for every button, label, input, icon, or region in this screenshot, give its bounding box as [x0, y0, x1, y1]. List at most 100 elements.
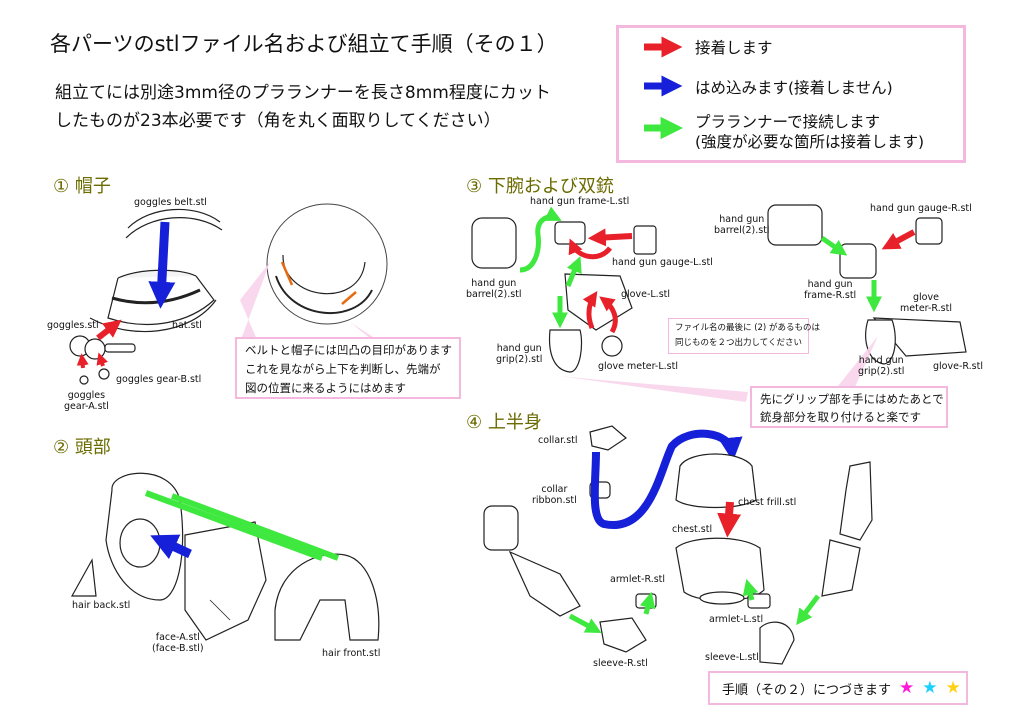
continue-note-text: 手順（その２）につづきます [722, 682, 892, 698]
label-goggles-gear-a: goggles gear-A.stl [64, 390, 109, 412]
label-goggles-belt: goggles belt.stl [134, 197, 207, 208]
left-meter-red-curve [599, 296, 618, 334]
head-green-line-1 [144, 490, 324, 561]
label-meter-r: glove meter-R.stl [900, 292, 952, 314]
label-face-a: face-A.stl [155, 632, 200, 643]
star-yellow-icon: ★ [945, 677, 961, 698]
right-sleeve-green-arrow [568, 613, 602, 634]
intro-line-1: 組立てには別途3mm径のプラランナーを長さ8mm程度にカット [55, 83, 551, 103]
pink-pointer-arms [750, 336, 878, 400]
label-frame-r: hand gun frame-R.stl [804, 279, 856, 301]
label-collar-ribbon-2: ribbon.stl [532, 495, 577, 506]
label-sleeve-r: sleeve-R.stl [593, 658, 648, 669]
section-arms-heading: ③ 下腕および双銃 [466, 176, 614, 197]
collar-blue-path [590, 429, 743, 530]
gear-a-red-arrow [76, 353, 89, 369]
legend-item-runner: プラランナーで接続します (強度が必要な箇所は接着します) [695, 112, 924, 152]
hat-note-line-3: 図の位置に来るようにはめます [245, 381, 406, 395]
label-gauge-r: hand gun gauge-R.stl [870, 203, 972, 214]
right-arm-drawing [483, 505, 657, 653]
label-gauge-l: hand gun gauge-L.stl [612, 257, 713, 268]
label-grip-r-2: grip(2).stl [858, 366, 905, 377]
legend-fit-label: はめ込みます(接着しません) [695, 79, 893, 97]
label-goggles-gear-b: goggles gear-B.stl [116, 374, 202, 385]
pink-pointer-hat [240, 262, 270, 342]
head-green-line-2 [170, 493, 340, 561]
label-frame-r-1: hand gun [807, 279, 853, 290]
duplicate-files-note-line-2: 同じものを２つ出力してください [675, 338, 802, 348]
label-frame-l: hand gun frame-L.stl [530, 196, 630, 207]
legend-box: 接着します はめ込みます(接着しません) プラランナーで接続します (強度が必要… [616, 25, 966, 163]
label-goggles: goggles.stl [47, 320, 99, 331]
label-grip-l-1: hand gun [496, 343, 542, 354]
label-goggles-gear-a-2: gear-A.stl [64, 401, 109, 412]
left-sleeve-green-arrow [796, 594, 820, 626]
label-meter-l: glove meter-L.stl [598, 361, 678, 372]
right-gun-drawing [767, 204, 967, 365]
hair-back-drawing [70, 472, 184, 601]
label-barrel-l-1: hand gun [471, 278, 517, 289]
label-collar: collar.stl [538, 435, 578, 446]
label-grip-r-1: hand gun [858, 355, 904, 366]
legend-item-glue: 接着します [695, 38, 773, 58]
legend-runner-label-2: (強度が必要な箇所は接着します) [695, 133, 925, 151]
label-sleeve-l: sleeve-L.stl [705, 652, 759, 663]
page-title: 各パーツのstlファイル名および組立て手順（その１） [50, 32, 558, 56]
left-frame-green-arrow [565, 256, 582, 287]
right-gauge-red-arrow [881, 229, 916, 250]
left-gun-green-curve [519, 206, 562, 273]
left-meter-red-curve-2 [582, 291, 598, 329]
label-armlet-l: armlet-L.stl [709, 614, 764, 625]
face-drawing [184, 521, 267, 641]
section-body-heading: ④ 上半身 [466, 412, 542, 433]
duplicate-files-note: ファイル名の最後に (2) があるものは 同じものを２つ出力してください [668, 318, 820, 354]
label-meter-r-1: glove [913, 292, 939, 303]
label-barrel-r: hand gun barrel(2).stl [714, 214, 770, 236]
hat-blue-arrow [148, 221, 176, 309]
label-barrel-r-2: barrel(2).stl [714, 225, 770, 236]
chest-frill-drawing [675, 453, 757, 509]
label-face: face-A.stl (face-B.stl) [152, 632, 204, 654]
section-hat-heading: ① 帽子 [53, 176, 111, 197]
armlet-r-green-arrow [639, 591, 656, 615]
grip-order-note: 先にグリップ部を手にはめたあとで 銃身部分を取り付けると楽です [750, 386, 948, 428]
label-grip-l: hand gun grip(2).stl [496, 343, 542, 365]
hat-note-line-1: ベルトと帽子には凹凸の目印があります [245, 343, 452, 357]
right-barrel-green-arrow [820, 235, 848, 256]
hat-note: ベルトと帽子には凹凸の目印があります これを見ながら上下を判断し、先端が 図の位… [235, 337, 461, 399]
goggles-belt-drawing [125, 208, 223, 239]
label-barrel-l-2: barrel(2).stl [466, 289, 522, 300]
legend-runner-label-1: プラランナーで接続します [695, 113, 881, 131]
star-magenta-icon: ★ [899, 677, 915, 698]
star-cyan-icon: ★ [922, 677, 938, 698]
pink-pointer-arms-2 [560, 376, 748, 402]
label-frame-r-2: frame-R.stl [804, 290, 857, 301]
label-collar-ribbon-1: collar [541, 484, 568, 495]
label-hair-front: hair front.stl [322, 648, 381, 659]
grip-order-note-line-1: 先にグリップ部を手にはめたあとで [760, 392, 944, 406]
label-armlet-r: armlet-R.stl [610, 574, 666, 585]
label-face-b: (face-B.stl) [152, 643, 204, 654]
duplicate-files-note-line-1: ファイル名の最後に (2) があるものは [675, 323, 820, 333]
label-hat: hat.stl [172, 320, 202, 331]
label-chest: chest.stl [672, 524, 713, 535]
intro-line-2: したものが23本必要です（角を丸く面取りしてください） [55, 111, 501, 131]
left-arm-drawing [747, 461, 873, 665]
gear-b-red-arrow [96, 352, 108, 367]
left-gauge-red-arrow [587, 228, 633, 247]
left-frame-red-curve [568, 238, 613, 260]
label-grip-r: hand gun grip(2).stl [858, 355, 904, 377]
label-collar-ribbon: collar ribbon.stl [532, 484, 577, 506]
section-head-heading: ② 頭部 [53, 437, 111, 458]
label-glove-l: glove-L.stl [621, 289, 671, 300]
continue-note: 手順（その２）につづきます ★ ★ ★ [708, 671, 968, 705]
hat-top-view-drawing [266, 203, 388, 325]
label-meter-r-2: meter-R.stl [900, 303, 952, 314]
label-barrel-l: hand gun barrel(2).stl [466, 278, 522, 300]
label-goggles-gear-a-1: goggles [67, 390, 106, 401]
hair-front-drawing [274, 553, 380, 641]
label-chest-frill: chest frill.stl [738, 497, 797, 508]
label-grip-l-2: grip(2).stl [496, 354, 543, 365]
armlet-l-green-arrow [742, 578, 759, 601]
legend-item-fit: はめ込みます(接着しません) [695, 78, 893, 98]
